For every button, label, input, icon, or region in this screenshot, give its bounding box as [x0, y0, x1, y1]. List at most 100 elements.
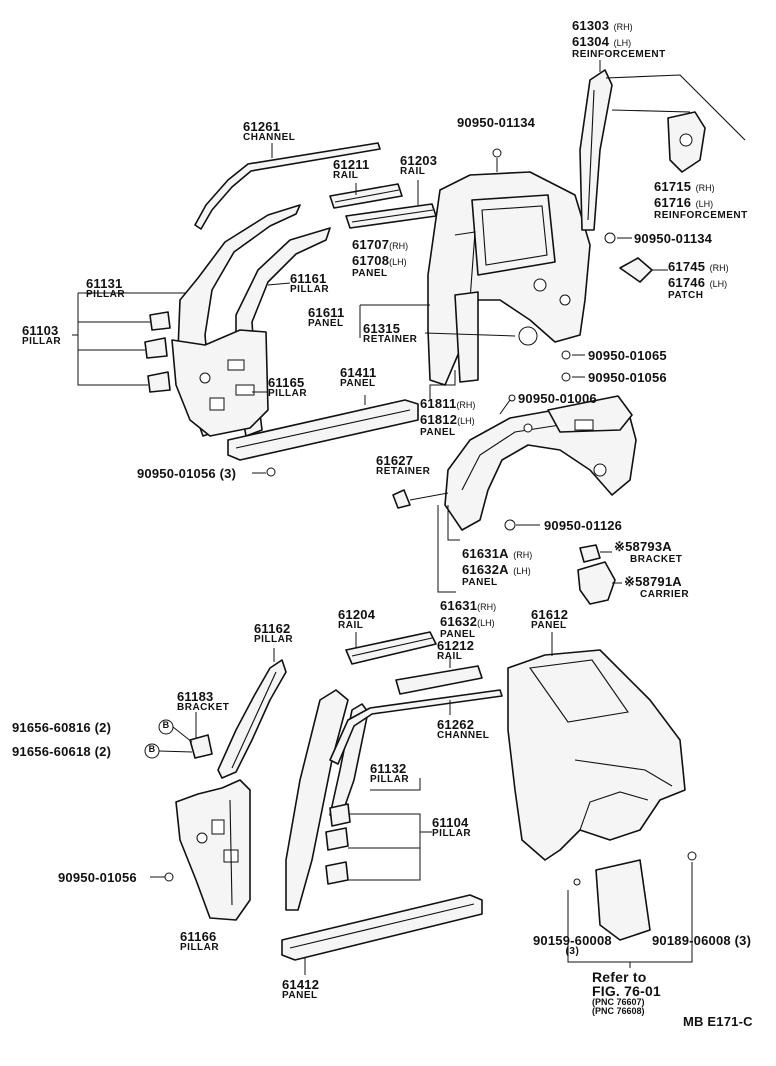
pillar-61162-part — [217, 648, 287, 779]
part-name: PILLAR — [180, 942, 220, 953]
rail-61204-part — [345, 631, 437, 665]
callout-91656-60816: 91656-60816 (2) — [12, 720, 112, 735]
part-number: 61811 — [420, 396, 457, 411]
part-number: 61303 — [572, 18, 610, 33]
mud-flap-part — [567, 851, 697, 968]
rocker-panel-61411-part — [227, 395, 419, 477]
part-name: PANEL — [420, 427, 456, 438]
part-number: 61716 — [654, 195, 692, 210]
part-number: 61165 — [268, 375, 305, 390]
part-number: 58791A — [635, 574, 682, 589]
callout-90950-01056-center: 90950-01056 — [588, 370, 667, 385]
callout-61166: 61166 PILLAR — [180, 930, 219, 953]
part-number: 61261 — [243, 119, 281, 134]
part-name: PILLAR — [22, 336, 62, 347]
channel-61262-part — [329, 689, 503, 765]
part-side: (RH) — [513, 550, 533, 560]
part-name: RETAINER — [363, 334, 418, 345]
callout-61165: 61165 PILLAR — [268, 376, 307, 399]
part-number: 61708 — [352, 253, 390, 268]
callout-90950-01065: 90950-01065 — [588, 348, 667, 363]
part-name: RAIL — [400, 166, 426, 177]
part-number: 61203 — [400, 153, 438, 168]
nut-90950-01134-part — [604, 232, 632, 244]
retainer-61627-part — [392, 489, 449, 509]
callout-90950-01126: 90950-01126 — [544, 518, 623, 533]
part-number: 61132 — [370, 761, 407, 776]
callout-61631: 61631(RH) 61632(LH) PANEL — [440, 598, 496, 640]
part-side: (LH) — [457, 416, 475, 426]
wheel-house-61631A-part — [444, 394, 637, 531]
part-number: 90159-60008 — [533, 933, 612, 948]
part-name: BRACKET — [177, 702, 230, 713]
refer-line1: Refer to — [592, 969, 647, 985]
channel-61261-part — [194, 142, 381, 230]
part-number: 61612 — [531, 607, 569, 622]
pillar-61132-part — [285, 689, 432, 911]
part-side: (LH) — [477, 618, 495, 628]
part-name: PATCH — [668, 290, 704, 301]
part-number: 61631 — [440, 598, 478, 613]
part-side: (LH) — [709, 279, 728, 289]
part-side: (LH) — [513, 566, 531, 576]
bolt-mark-b: B — [162, 720, 170, 730]
part-number: 61131 — [86, 276, 123, 291]
part-name: PILLAR — [432, 828, 472, 839]
rocker-panel-61412-part — [281, 894, 483, 975]
part-side: (RH) — [613, 22, 633, 32]
nut-90950-01126-part — [504, 519, 540, 531]
part-name: PILLAR — [268, 388, 308, 399]
part-number: 61183 — [177, 689, 214, 704]
callout-90950-01056-3: 90950-01056 (3) — [137, 466, 237, 481]
reinforcement-61303-part — [579, 60, 746, 231]
part-name: REINFORCEMENT — [654, 210, 748, 221]
part-number: 61611 — [308, 305, 345, 320]
part-side: (RH) — [456, 400, 476, 410]
carrier-58791A-part — [577, 561, 622, 605]
callout-61631A: 61631A (RH) 61632A (LH) PANEL — [462, 546, 532, 588]
part-number: 61262 — [437, 717, 475, 732]
part-side: (RH) — [477, 602, 497, 612]
leader-61631A — [447, 505, 460, 541]
refer-note: Refer to FIG. 76-01 (PNC 76607) (PNC 766… — [592, 970, 661, 1016]
part-name: PILLAR — [86, 289, 126, 300]
part-mark: ※ — [624, 574, 636, 589]
part-name: REINFORCEMENT — [572, 49, 666, 60]
callout-61262: 61262 CHANNEL — [437, 718, 489, 741]
part-side: (LH) — [613, 38, 632, 48]
part-name: RAIL — [437, 651, 463, 662]
callout-61315: 61315 RETAINER — [363, 322, 417, 345]
callout-61707: 61707(RH) 61708(LH) PANEL — [352, 237, 408, 279]
callout-61131: 61131 PILLAR — [86, 277, 125, 300]
rail-61212-part — [395, 658, 483, 695]
callout-61303: 61303 (RH) 61304 (LH) REINFORCEMENT — [572, 18, 666, 60]
part-number: 61631A — [462, 546, 509, 561]
part-name: PILLAR — [370, 774, 410, 785]
bolt-mark-b: B — [148, 744, 156, 754]
part-qty: (3) — [565, 946, 580, 957]
callout-61132: 61132 PILLAR — [370, 762, 409, 785]
part-number: 61411 — [340, 365, 377, 380]
part-number: 61104 — [432, 815, 469, 830]
part-number: 61315 — [363, 321, 401, 336]
part-side: (RH) — [389, 241, 409, 251]
part-number: 61707 — [352, 237, 390, 252]
callout-58793A: ※58793A BRACKET — [614, 539, 682, 565]
part-name: CHANNEL — [437, 730, 490, 741]
quarter-outer-panel-61612-part — [507, 632, 686, 861]
callout-61261: 61261 CHANNEL — [243, 120, 295, 143]
callout-90950-01006: 90950-01006 — [518, 391, 597, 406]
figure-code: MB E171-C — [683, 1014, 753, 1029]
part-side: (LH) — [389, 257, 407, 267]
part-side: (RH) — [695, 183, 715, 193]
reinforcement-61715-part — [667, 111, 706, 173]
callout-90159-60008: 90159-60008 (3) — [533, 934, 612, 957]
part-name: BRACKET — [630, 554, 683, 565]
callout-61162: 61162 PILLAR — [254, 622, 293, 645]
callout-61183: 61183 BRACKET — [177, 690, 229, 713]
callout-61211: 61211 RAIL — [333, 158, 369, 181]
bracket-58793A-part — [579, 544, 612, 563]
leader-61631 — [437, 505, 456, 593]
part-number: 61166 — [180, 929, 217, 944]
